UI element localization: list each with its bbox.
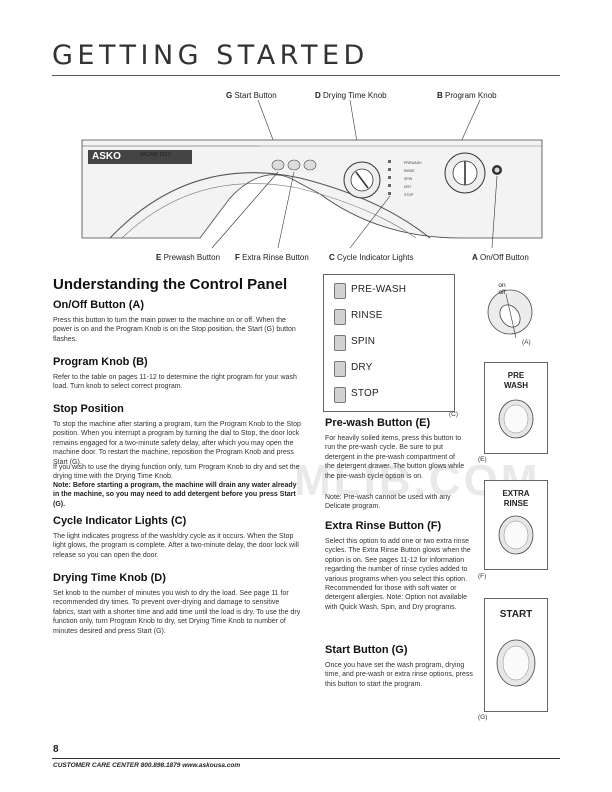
stop-note: Note: Before starting a program, the mac…: [53, 482, 297, 508]
page-number: 8: [53, 744, 59, 755]
svg-text:DRY: DRY: [404, 185, 412, 189]
light-prewash: [334, 283, 346, 299]
onoff-title: On/Off Button (A): [53, 299, 145, 311]
onoff-label-off: off: [498, 289, 506, 296]
section-heading: Understanding the Control Panel: [53, 276, 288, 293]
light-label-prewash: PRE-WASH: [351, 284, 407, 295]
program-body: Refer to the table on pages 11-12 to det…: [53, 374, 297, 391]
control-panel-illustration: PREWASH RINSE SPIN DRY STOP: [81, 99, 543, 249]
light-spin: [334, 335, 346, 351]
drying-body: Set knob to the number of minutes you wi…: [53, 590, 301, 635]
start-body: Once you have set the wash program, dryi…: [325, 662, 473, 688]
onoff-tag: (A): [522, 339, 531, 346]
svg-text:PREWASH: PREWASH: [404, 161, 422, 165]
light-label-dry: DRY: [351, 362, 373, 373]
panel-brand: ASKO: [92, 151, 121, 162]
start-tag: (G): [478, 714, 488, 721]
extrarinse-tag: (F): [478, 573, 487, 580]
extrarinse-button-disc: [498, 515, 534, 555]
prewash-note: Note: Pre-wash cannot be used with any D…: [325, 494, 451, 511]
footer-divider: [52, 758, 560, 759]
cycle-box-tag: (C): [449, 411, 459, 418]
extrarinse-body: Select this option to add one or two ext…: [325, 538, 471, 611]
stop-dry-body: If you wish to use the drying function o…: [53, 464, 300, 481]
prewash-button-figure[interactable]: PRE WASH: [484, 362, 548, 454]
cycle-indicator-lights: PRE-WASH RINSE SPIN DRY STOP: [323, 274, 455, 412]
drying-title: Drying Time Knob (D): [53, 572, 166, 584]
start-title: Start Button (G): [325, 644, 408, 656]
program-title: Program Knob (B): [53, 356, 148, 368]
callout-prewash-button: E Prewash Button: [156, 253, 221, 262]
cycle-body: The light indicates progress of the wash…: [53, 533, 299, 559]
callout-drying-time-knob: D Drying Time Knob: [315, 91, 387, 100]
svg-text:STOP: STOP: [404, 193, 414, 197]
callout-start-button: G Start Button: [226, 91, 277, 100]
callout-cycle-indicator-lights: C Cycle Indicator Lights: [329, 253, 414, 262]
onoff-body: Press this button to turn the main power…: [53, 317, 296, 343]
stop-title: Stop Position: [53, 403, 124, 415]
title-divider: [52, 75, 560, 76]
prewash-tag: (E): [478, 456, 487, 463]
callout-extra-rinse-button: F Extra Rinse Button: [235, 253, 309, 262]
light-label-stop: STOP: [351, 388, 379, 399]
extrarinse-title: Extra Rinse Button (F): [325, 520, 442, 532]
callout-program-knob: B Program Knob: [437, 91, 497, 100]
extrarinse-button-figure[interactable]: EXTRA RINSE: [484, 480, 548, 570]
svg-text:SPIN: SPIN: [404, 177, 413, 181]
prewash-title: Pre-wash Button (E): [325, 417, 431, 429]
prewash-body: For heavily soiled items, press this but…: [325, 435, 465, 480]
onoff-label-on: on: [498, 282, 506, 289]
light-label-spin: SPIN: [351, 336, 376, 347]
panel-model: WCAM 1812: [140, 152, 172, 158]
light-label-rinse: RINSE: [351, 310, 383, 321]
prewash-button-disc: [498, 399, 534, 439]
start-button-disc: [496, 639, 536, 687]
page-title: GETTING STARTED: [52, 40, 369, 71]
cycle-title: Cycle Indicator Lights (C): [53, 515, 187, 527]
extrarinse-button-label: EXTRA RINSE: [502, 489, 530, 508]
light-dry: [334, 361, 346, 377]
start-button-figure[interactable]: START: [484, 598, 548, 712]
prewash-button-label: PRE WASH: [504, 371, 528, 390]
onoff-button-figure: [487, 289, 533, 339]
start-button-label: START: [499, 609, 533, 620]
svg-text:RINSE: RINSE: [404, 169, 415, 173]
callout-onoff-button: A On/Off Button: [472, 253, 529, 262]
stop-body: To stop the machine after starting a pro…: [53, 421, 301, 466]
light-stop: [334, 387, 346, 403]
footer-contact: CUSTOMER CARE CENTER 800.898.1879 www.as…: [53, 762, 241, 769]
light-rinse: [334, 309, 346, 325]
